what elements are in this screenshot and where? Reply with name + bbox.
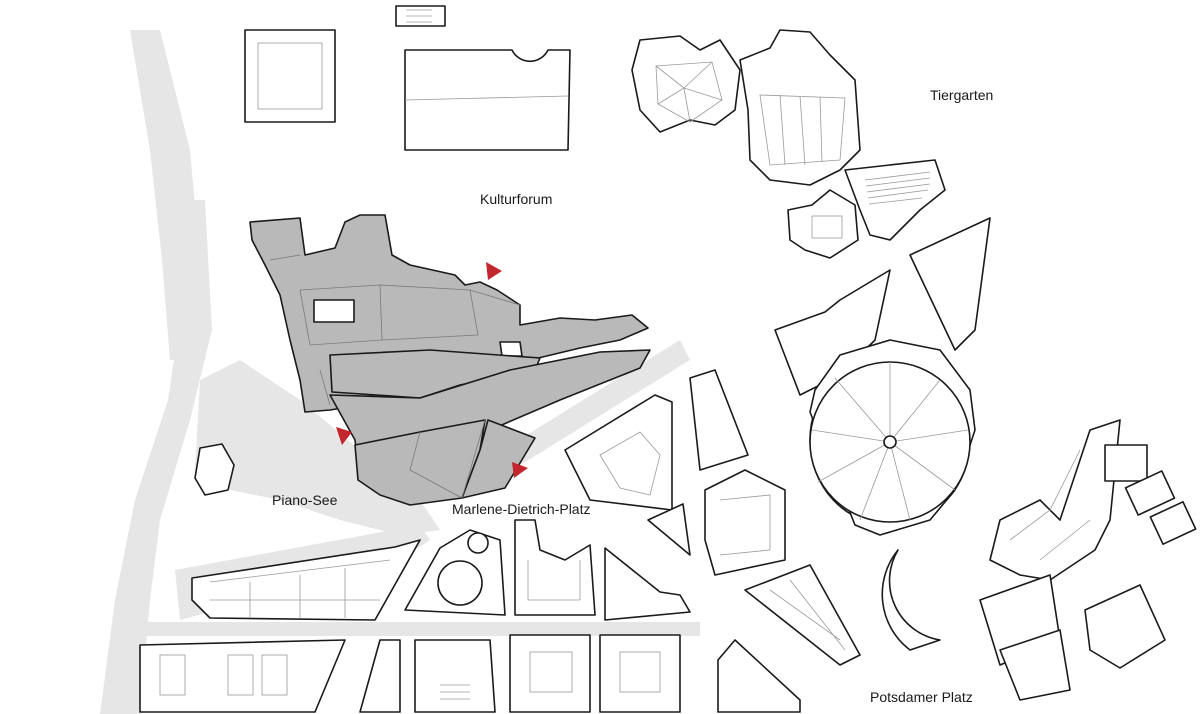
block-bottom-3	[414, 639, 496, 713]
building-museum-annex-inner	[811, 215, 843, 239]
block-bottom-5	[599, 634, 681, 713]
block-east-sq-3	[1149, 500, 1197, 546]
highlight-courtyard	[313, 299, 355, 323]
label-tiergarten: Tiergarten	[930, 87, 993, 103]
label-piano-see: Piano-See	[272, 492, 338, 508]
label-kulturforum: Kulturforum	[480, 191, 552, 207]
building-chamber-inner	[759, 94, 846, 166]
block-east-south-2	[1084, 584, 1166, 669]
building-piano-see	[194, 443, 235, 496]
block-bottom-1-c	[261, 654, 288, 696]
building-square-nw-inner	[257, 42, 323, 110]
building-museum-annex	[787, 189, 859, 259]
sony-center-spokes	[811, 362, 969, 521]
lower-blocks	[191, 519, 861, 666]
block-tower-centre-inner	[527, 560, 581, 601]
block-theatre	[564, 394, 673, 511]
block-east-wedge	[909, 217, 991, 351]
building-philharmonie	[631, 35, 741, 133]
block-rotunda-circle	[437, 560, 483, 606]
block-long-west-inner	[209, 559, 391, 618]
block-east-sq-1	[1104, 444, 1148, 482]
block-east-far-inner	[1009, 449, 1091, 561]
building-gallery	[404, 49, 571, 151]
block-bottom-4	[509, 634, 591, 713]
block-east-sliver	[774, 269, 891, 396]
highlight-south-inner	[409, 419, 486, 499]
label-marlene-dietrich-platz: Marlene-Dietrich-Platz	[452, 501, 590, 517]
block-fan-inner	[769, 579, 846, 651]
block-east-far	[989, 419, 1121, 581]
highlight-triangle	[461, 419, 536, 499]
bottom-blocks	[139, 634, 801, 713]
block-east-sq-2	[1124, 470, 1176, 516]
block-bottom-2	[359, 639, 401, 713]
block-bottom-4-inner	[529, 651, 573, 693]
building-square-nw	[244, 29, 336, 123]
block-bottom-5-inner	[619, 651, 661, 693]
block-bottom-6	[717, 639, 801, 713]
block-bottom-1-b	[227, 654, 254, 696]
block-bottom-1-a	[159, 654, 186, 696]
block-wedge-1	[689, 369, 749, 471]
block-bottom-1	[139, 639, 346, 713]
block-u-shape	[704, 469, 786, 576]
place-labels: Tiergarten Kulturforum Piano-See Marlene…	[272, 87, 993, 705]
marlene-blocks	[564, 369, 786, 576]
highlight-main-inner	[269, 254, 521, 406]
building-museum-east	[844, 159, 946, 241]
east-blocks	[774, 217, 1197, 701]
building-philharmonie-star	[655, 61, 723, 123]
road-bottom	[120, 622, 700, 636]
block-triangle-east	[604, 547, 691, 621]
block-bottom-3-stair	[440, 684, 470, 700]
highlighted-complex	[249, 214, 651, 506]
entrance-markers	[336, 262, 528, 478]
block-east-bottom	[999, 629, 1071, 701]
building-gallery-line	[404, 95, 569, 101]
building-museum-stair	[864, 171, 931, 205]
label-potsdamer-platz: Potsdamer Platz	[870, 689, 973, 705]
entrance-marker-south	[512, 462, 528, 478]
block-u-inner	[719, 494, 771, 556]
highlight-notch	[499, 341, 523, 357]
block-fan	[744, 564, 861, 666]
building-chamber-hall	[739, 29, 861, 186]
sony-center-hub	[883, 435, 897, 449]
block-theatre-inner	[599, 431, 661, 496]
block-tower-centre	[514, 519, 596, 616]
entrance-marker-west	[336, 427, 352, 445]
block-rotunda-small	[467, 532, 489, 554]
block-triangle-small	[647, 503, 691, 556]
block-east-curve	[881, 549, 941, 651]
kulturforum-buildings	[244, 5, 946, 259]
road-west-curve	[100, 200, 212, 714]
building-small-top-inner	[406, 9, 432, 23]
entrance-marker-north	[486, 262, 502, 280]
